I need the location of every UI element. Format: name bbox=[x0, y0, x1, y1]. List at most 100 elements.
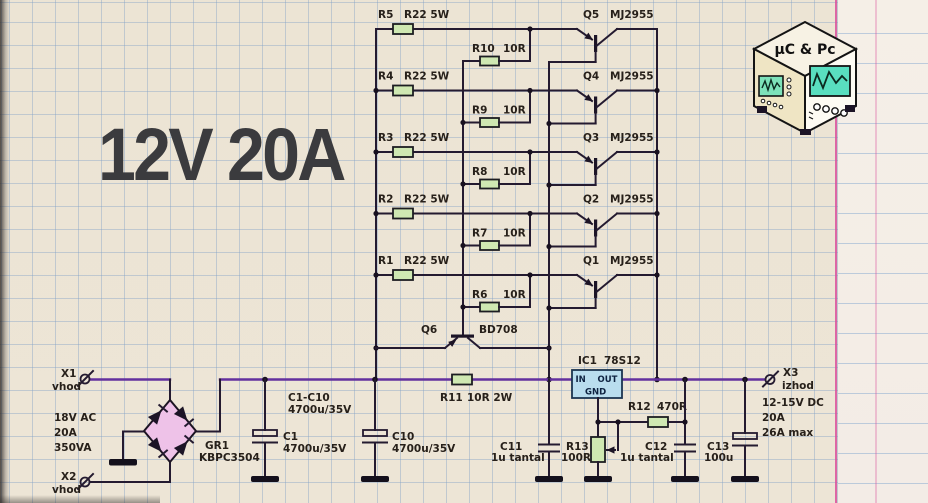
diode bbox=[173, 441, 188, 456]
pin-gnd-label: GND bbox=[585, 388, 606, 398]
cap-plate-top bbox=[252, 429, 278, 437]
cap-plate-top bbox=[732, 432, 758, 440]
bridge-body bbox=[142, 398, 198, 464]
transistor-value: MJ2955 bbox=[610, 71, 654, 83]
cap-bank-ref: C1-C10 bbox=[288, 392, 330, 404]
resistor-body bbox=[392, 23, 414, 35]
logo-cube: µC & Pc bbox=[751, 20, 859, 135]
trimmer-ref: R13 bbox=[566, 441, 589, 453]
resistor-body bbox=[392, 207, 414, 220]
base-resistor-value: 10R bbox=[503, 105, 526, 117]
diode bbox=[147, 410, 162, 425]
pass-stage-q4: R4 R22 5W R9 10R Q4 MJ2955 bbox=[375, 71, 658, 128]
resistor-value: 470R bbox=[657, 401, 687, 413]
cap-ref: C12 bbox=[645, 441, 667, 453]
resistor-ref: R2 bbox=[378, 194, 393, 206]
input-spec: 18V AC 20A 350VA bbox=[54, 412, 97, 454]
resistor-value: R22 5W bbox=[404, 9, 450, 21]
transistor-value: MJ2955 bbox=[610, 255, 654, 267]
cap-value: 4700u/35V bbox=[283, 443, 347, 455]
pin-in-label: IN bbox=[576, 375, 586, 385]
regulator-value: 78S12 bbox=[604, 355, 641, 367]
terminal-ref: X1 bbox=[61, 368, 76, 380]
base-resistor-ref: R7 bbox=[472, 228, 487, 240]
base-resistor-ref: R6 bbox=[472, 289, 487, 301]
capacitor-c1: C1 4700u/35V bbox=[251, 378, 347, 482]
wiper-arrow bbox=[606, 446, 615, 454]
output-current-max: 26A max bbox=[762, 427, 813, 439]
terminal-label: izhod bbox=[782, 380, 814, 392]
input-voltage: 18V AC bbox=[54, 412, 97, 424]
resistor-body bbox=[647, 416, 669, 428]
capacitor-c11: C11 1u tantal bbox=[491, 378, 563, 482]
terminal-ref: X3 bbox=[783, 367, 798, 379]
resistor-ref: R11 bbox=[440, 392, 463, 404]
resistor-ref: R3 bbox=[378, 132, 393, 144]
input-power: 350VA bbox=[54, 442, 92, 454]
resistor-value: 10R 2W bbox=[467, 392, 513, 404]
pass-stage-q1: R1 R22 5W R6 10R Q1 MJ2955 bbox=[375, 255, 658, 313]
bridge-value: KBPC3504 bbox=[199, 452, 260, 464]
page-title: 12V 20A bbox=[98, 113, 346, 196]
margin-line-faint bbox=[875, 0, 877, 503]
series-resistor-r11: R11 10R 2W bbox=[440, 373, 513, 404]
transistor-ref: Q2 bbox=[583, 194, 599, 206]
driver-transistor-q6: Q6 BD708 bbox=[375, 324, 550, 350]
logo-foot bbox=[800, 129, 811, 135]
resistor-value: R22 5W bbox=[404, 194, 450, 206]
pin-out-label: OUT bbox=[598, 375, 618, 385]
resistor-body bbox=[392, 269, 414, 281]
resistor-ref: R5 bbox=[378, 9, 393, 21]
cap-bank-label: C1-C10 4700u/35V bbox=[288, 392, 352, 416]
emitter-arrow bbox=[584, 217, 593, 225]
transistor-base-bar bbox=[451, 334, 474, 338]
resistor-body bbox=[479, 117, 500, 128]
diode bbox=[147, 437, 162, 452]
ground-symbol bbox=[535, 476, 563, 482]
transistor-ref: Q6 bbox=[421, 324, 437, 336]
resistor-body bbox=[479, 55, 500, 67]
logo-monitor-icon bbox=[808, 65, 851, 120]
cap-bank-value: 4700u/35V bbox=[288, 404, 352, 416]
capacitor-c10: C10 4700u/35V bbox=[361, 378, 456, 482]
resistor-body bbox=[392, 146, 414, 158]
cap-ref: C10 bbox=[392, 431, 414, 443]
cap-value: 1u tantal bbox=[620, 452, 674, 464]
resistor-r12: R12 470R bbox=[628, 401, 687, 428]
base-resistor-value: 10R bbox=[503, 43, 526, 55]
transistor-ref: Q5 bbox=[583, 9, 599, 21]
voltage-regulator-ic1: IN OUT GND IC1 78S12 bbox=[571, 355, 641, 399]
base-resistor-value: 10R bbox=[503, 228, 526, 240]
ground-symbol bbox=[671, 476, 699, 482]
capacitor-c13: C13 100u bbox=[704, 378, 759, 482]
ground-symbol bbox=[251, 476, 279, 482]
main-rail bbox=[88, 376, 767, 383]
emitter-arrow bbox=[584, 278, 593, 286]
transistor-ref: Q1 bbox=[583, 255, 599, 267]
pass-stage-q2: R2 R22 5W R7 10R Q2 MJ2955 bbox=[375, 194, 658, 251]
transistor-ref: Q3 bbox=[583, 132, 599, 144]
trimmer-r13: R13 100R bbox=[561, 397, 649, 482]
trimmer-body bbox=[590, 436, 606, 463]
transistor-value: MJ2955 bbox=[610, 194, 654, 206]
regulator-ref: IC1 bbox=[578, 355, 597, 367]
transistor-base-bar bbox=[594, 281, 598, 298]
ground-symbol bbox=[731, 476, 759, 482]
terminal-circle bbox=[764, 374, 776, 385]
cap-value: 100u bbox=[704, 452, 733, 464]
resistor-body bbox=[479, 178, 500, 190]
cap-ref: C11 bbox=[500, 441, 522, 453]
ground-symbol bbox=[361, 476, 389, 482]
terminal-label: vhod bbox=[52, 484, 81, 496]
resistor-ref: R1 bbox=[378, 255, 393, 267]
cap-value: 1u tantal bbox=[491, 452, 545, 464]
transistor-value: BD708 bbox=[479, 324, 518, 336]
resistor-body bbox=[451, 373, 473, 386]
terminal-circle bbox=[79, 373, 91, 385]
trimmer-value: 100R bbox=[561, 452, 591, 464]
resistor-value: R22 5W bbox=[404, 255, 450, 267]
input-current: 20A bbox=[54, 427, 78, 439]
resistor-ref: R12 bbox=[628, 401, 651, 413]
